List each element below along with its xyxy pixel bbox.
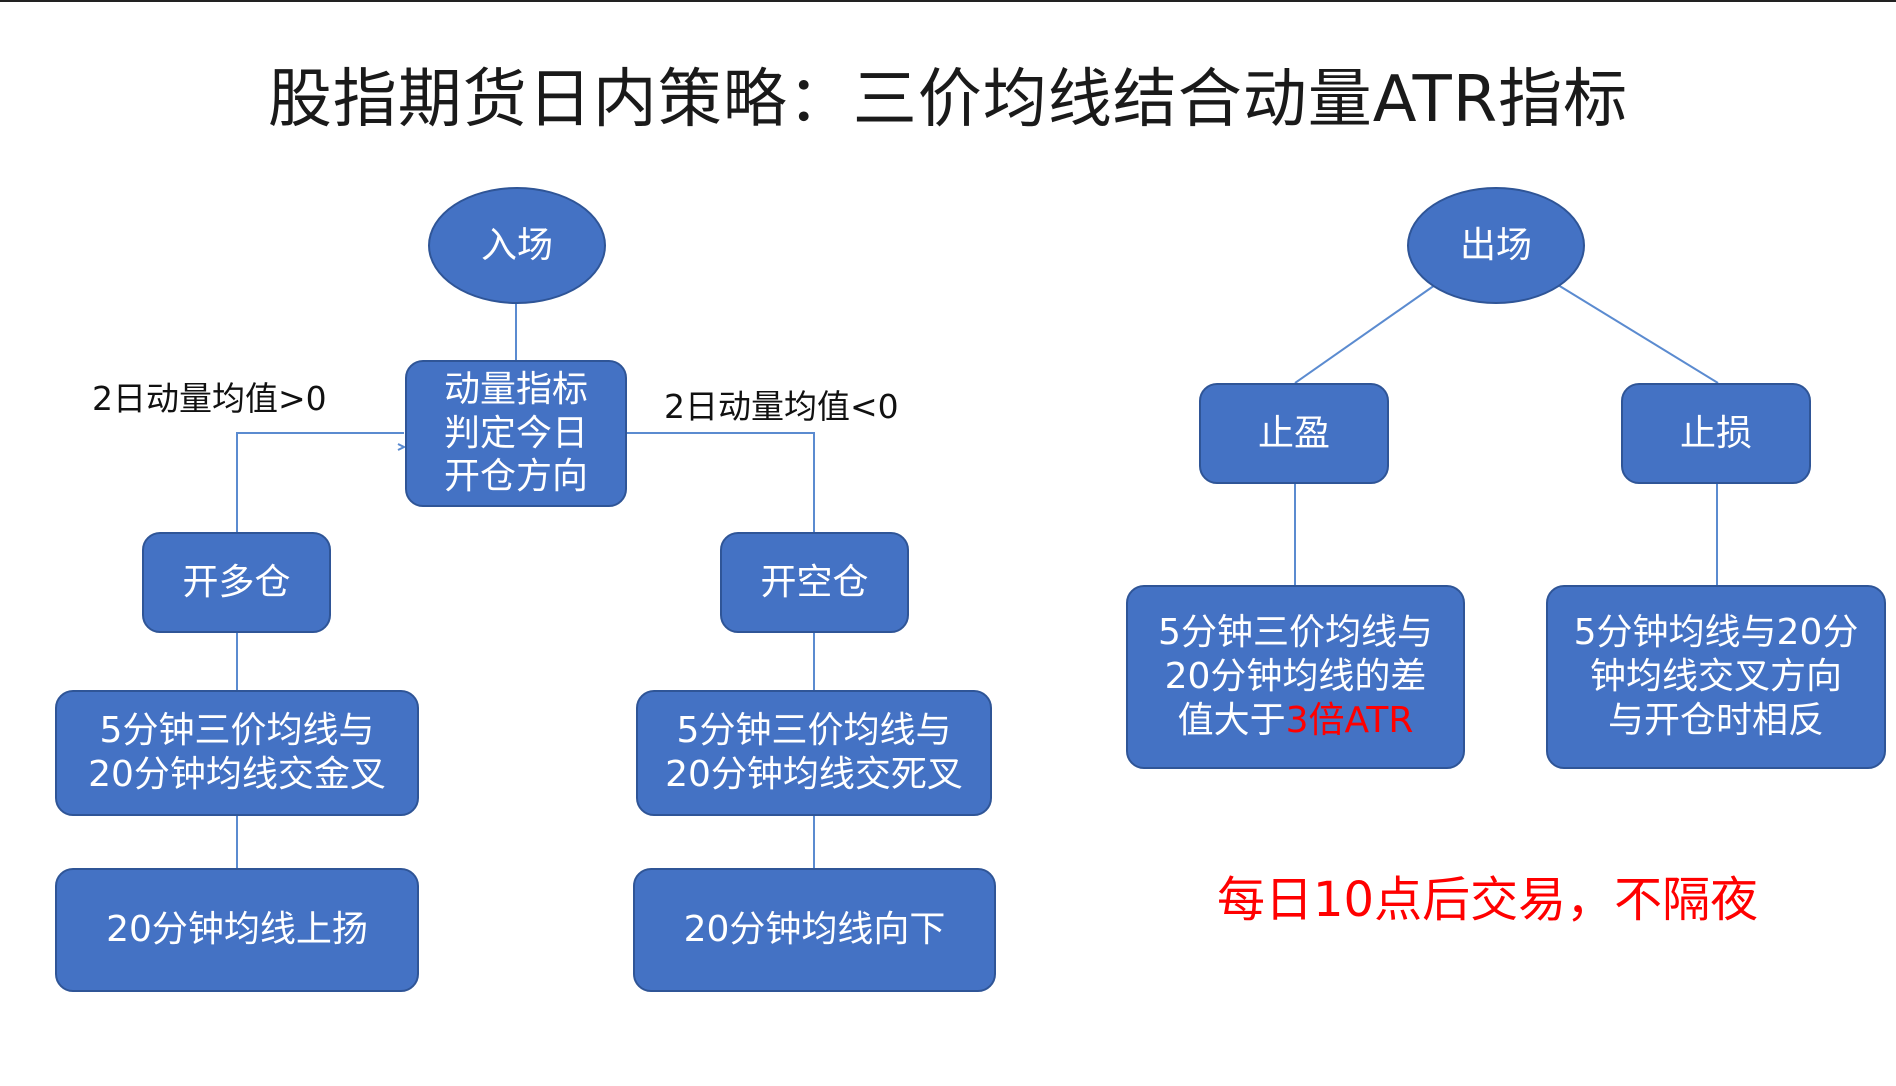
stop-loss-node: 止损 <box>1621 383 1811 484</box>
take-profit-desc-line-2: 20分钟均线的差 <box>1164 656 1427 698</box>
stop-loss-desc-line-1: 5分钟均线与20分 <box>1573 612 1859 654</box>
ma-rising-node: 20分钟均线上扬 <box>55 868 419 992</box>
entry-root-node: 入场 <box>428 187 606 304</box>
take-profit-desc-prefix: 值大于 <box>1177 699 1286 741</box>
condition-short-label: 2日动量均值<0 <box>664 387 899 426</box>
connector-exit-stoploss <box>1557 284 1719 384</box>
top-border-line <box>0 0 1896 2</box>
ma-falling-node: 20分钟均线向下 <box>633 868 996 992</box>
diagram-title: 股指期货日内策略：三价均线结合动量ATR指标 <box>267 63 1629 137</box>
take-profit-desc-node: 5分钟三价均线与 20分钟均线的差 值大于3倍ATR <box>1126 585 1465 769</box>
death-cross-line-1: 5分钟三价均线与 <box>676 710 952 752</box>
open-long-node: 开多仓 <box>142 532 331 633</box>
exit-root-label: 出场 <box>1459 224 1532 266</box>
stop-loss-label: 止损 <box>1679 412 1752 454</box>
take-profit-label: 止盈 <box>1257 412 1330 454</box>
arrow-tip <box>397 443 407 451</box>
golden-cross-line-2: 20分钟均线交金叉 <box>88 754 386 795</box>
stop-loss-desc-line-2: 钟均线交叉方向 <box>1589 656 1842 698</box>
entry-root-label: 入场 <box>480 224 553 266</box>
stop-loss-desc-line-3: 与开仓时相反 <box>1607 699 1824 741</box>
ma-rising-label: 20分钟均线上扬 <box>106 909 368 951</box>
ma-falling-label: 20分钟均线向下 <box>683 909 946 951</box>
open-short-node: 开空仓 <box>720 532 909 633</box>
death-cross-line-2: 20分钟均线交死叉 <box>665 754 963 795</box>
indicator-line-3: 开仓方向 <box>443 456 588 498</box>
death-cross-node: 5分钟三价均线与 20分钟均线交死叉 <box>636 690 992 816</box>
trading-note: 每日10点后交易，不隔夜 <box>1217 872 1759 928</box>
momentum-indicator-node: 动量指标 判定今日 开仓方向 <box>405 360 627 507</box>
golden-cross-node: 5分钟三价均线与 20分钟均线交金叉 <box>55 690 419 816</box>
atr-highlight: 3倍ATR <box>1285 699 1414 741</box>
exit-root-node: 出场 <box>1407 187 1585 304</box>
take-profit-desc-line-3: 值大于3倍ATR <box>1158 699 1433 743</box>
connector-exit-takeprofit <box>1294 284 1436 384</box>
take-profit-desc-line-1: 5分钟三价均线与 <box>1158 612 1433 654</box>
connector-indicator-long <box>236 432 404 532</box>
open-short-label: 开空仓 <box>760 561 869 603</box>
take-profit-node: 止盈 <box>1199 383 1389 484</box>
indicator-line-1: 动量指标 <box>443 368 588 410</box>
stop-loss-desc-node: 5分钟均线与20分 钟均线交叉方向 与开仓时相反 <box>1546 585 1886 769</box>
connector-indicator-short <box>627 432 815 532</box>
condition-long-label: 2日动量均值>0 <box>92 379 327 418</box>
open-long-label: 开多仓 <box>182 561 291 603</box>
indicator-line-2: 判定今日 <box>443 412 588 454</box>
golden-cross-line-1: 5分钟三价均线与 <box>99 710 375 752</box>
